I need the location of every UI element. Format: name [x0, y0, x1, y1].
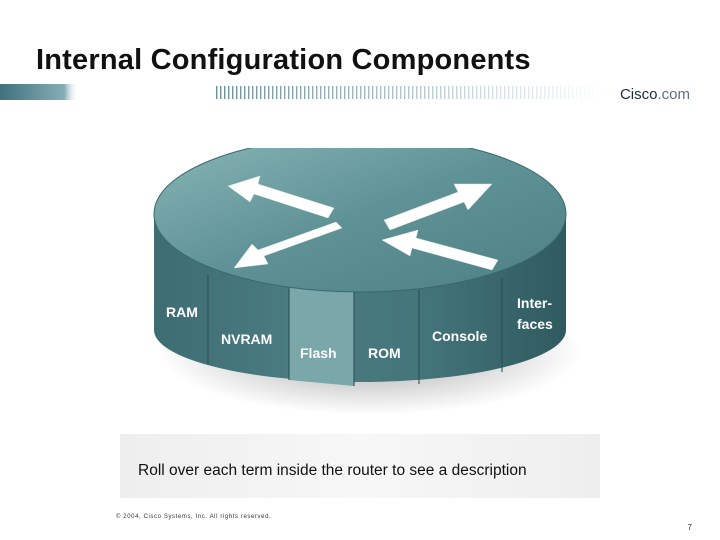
flash-highlight: [289, 288, 354, 386]
component-interfaces[interactable]: Inter- faces: [517, 295, 553, 332]
component-rom[interactable]: ROM: [368, 345, 401, 361]
router-icon: [153, 148, 582, 415]
title-bar: [0, 84, 605, 100]
logo-suffix: .com: [657, 86, 690, 103]
instruction-text: Roll over each term inside the router to…: [138, 462, 527, 479]
component-ram[interactable]: RAM: [166, 304, 198, 320]
copyright: © 2004, Cisco Systems, Inc. All rights r…: [116, 514, 272, 520]
slide-title: Internal Configuration Components: [36, 44, 531, 76]
component-flash[interactable]: Flash: [300, 345, 337, 361]
instruction-box: Roll over each term inside the router to…: [120, 434, 600, 498]
arrow-icon: [227, 175, 499, 271]
component-nvram[interactable]: NVRAM: [221, 331, 273, 347]
component-console[interactable]: Console: [432, 328, 488, 344]
router-diagram: RAM NVRAM Flash ROM Console Inter- faces: [146, 148, 586, 418]
logo-text: Cisco: [619, 86, 658, 103]
page-number: 7: [687, 523, 692, 532]
cisco-logo: Cisco.com: [620, 86, 690, 103]
